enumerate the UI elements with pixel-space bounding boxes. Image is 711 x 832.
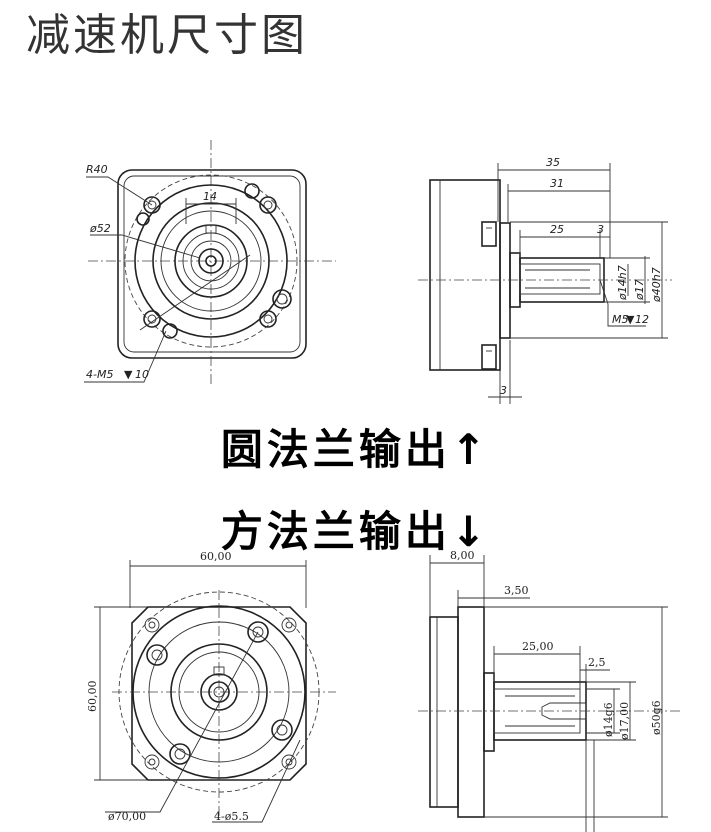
- round-side-d35-label: 35: [546, 156, 560, 169]
- round-flange-side-view: 35 31 25 3 ø14h7 ø17 ø40h7 M5 ▼ 12 3: [418, 156, 672, 404]
- round-front-d52-label: ø52: [89, 222, 111, 235]
- square-side-d25-label: 25,00: [522, 640, 554, 653]
- round-front-body: [117, 169, 307, 359]
- page-title: 减速机尺寸图: [26, 10, 308, 61]
- square-side-flange-d-label: ø50g6: [650, 700, 663, 735]
- round-front-holes-label: 4-M5: [86, 368, 113, 381]
- round-side-shaft-d-label: ø14h7: [616, 265, 629, 301]
- round-side-tap-label: M5: [612, 313, 629, 326]
- round-side-body: [429, 179, 501, 371]
- square-side-d350-label: 3,50: [504, 584, 529, 597]
- square-front-pcd-label: ø70,00: [108, 810, 146, 823]
- round-side-d25-label: 25: [550, 223, 564, 236]
- round-side-d31-label: 31: [550, 177, 564, 190]
- square-front-body: [131, 606, 307, 781]
- round-side-base-3-label: 3: [500, 384, 507, 397]
- depth-symbol-icon: ▼: [124, 368, 133, 381]
- square-flange-side-view: 8,00 3,50 25,00 2,5 ø14g6 ø17,00 ø50g6: [418, 549, 680, 832]
- square-side-shaft-d-label: ø14g6: [602, 702, 615, 737]
- square-front-bolt-holes: [144, 617, 297, 770]
- square-front-width-label: 60,00: [200, 550, 232, 563]
- square-side-body: [429, 616, 459, 808]
- square-front-holes-label: 4-ø5.5: [214, 810, 249, 823]
- round-front-w14-label: 14: [203, 190, 217, 203]
- round-flange-caption: 圆法兰输出↑: [220, 425, 491, 474]
- round-front-bolt-holes: [136, 183, 292, 339]
- square-front-height-label: 60,00: [86, 681, 99, 713]
- round-side-tap-depth-label: 12: [635, 313, 649, 326]
- round-front-r40-label: R40: [86, 163, 108, 176]
- square-flange-caption: 方法兰输出↓: [220, 507, 491, 556]
- square-side-boss-d-label: ø17,00: [618, 702, 631, 740]
- square-side-d8-label: 8,00: [450, 549, 475, 562]
- round-front-holes-depth-label: 10: [135, 368, 149, 381]
- round-flange-front-view: R40 ø52 14 4-M5 ▼ 10: [84, 140, 336, 385]
- square-flange-front-view: 60,00 60,00 ø70,: [86, 550, 336, 823]
- depth-symbol-icon-2: ▼: [626, 313, 635, 326]
- round-side-d3-label: 3: [597, 223, 604, 236]
- square-side-d25b-label: 2,5: [588, 656, 606, 669]
- round-side-boss-d-label: ø17: [633, 279, 646, 301]
- round-side-flange-d-label: ø40h7: [650, 267, 663, 303]
